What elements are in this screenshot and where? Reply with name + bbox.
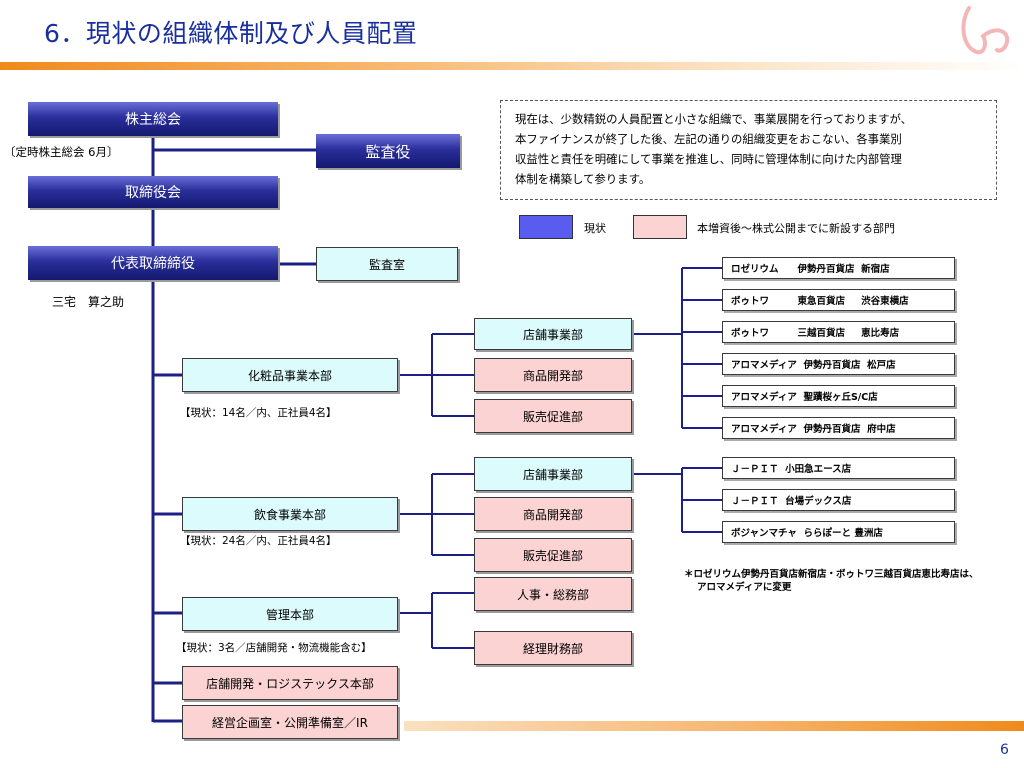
finance-dept: 経理財務部: [474, 631, 632, 665]
auditor-box: 監査役: [316, 134, 460, 168]
logo-swirl-icon: [955, 2, 1015, 60]
page-title: 6．現状の組織体制及び人員配置: [44, 19, 418, 48]
note-line: 本ファイナンスが終了した後、左記の通りの組織変更をおこない、各事業別: [515, 132, 902, 146]
footnote-line: アロマメディアに変更: [697, 582, 792, 593]
cosmetics-status: 【現状：14名／内、正社員4名】: [180, 407, 337, 419]
board-box: 取締役会: [28, 176, 278, 208]
cosmetics-store-dept: 店舗事業部: [474, 318, 632, 350]
cosmetics-product-dept: 商品開発部: [474, 358, 632, 392]
food-store-item: ボジャンマチャ ららぽーと 豊洲店: [722, 521, 955, 543]
legend-new-swatch: [633, 215, 687, 239]
cosmetics-division-box: 化粧品事業本部: [182, 358, 398, 392]
note-line: 現在は、少数精鋭の人員配置と小さな組織で、事業展開を行っておりますが、: [515, 112, 913, 126]
note-line: 収益性と責任を明確にして事業を推進し、同時に管理体制に向けた内部管理: [515, 152, 902, 166]
cosmetics-store-item: アロマメディア 聖蹟桜ヶ丘S/C店: [722, 385, 955, 407]
cosmetics-store-item: ロゼリウム 伊勢丹百貨店 新宿店: [722, 257, 955, 279]
cosmetics-store-item: アロマメディア 伊勢丹百貨店 松戸店: [722, 353, 955, 375]
admin-division-box: 管理本部: [182, 597, 398, 631]
cosmetics-store-item: アロマメディア 伊勢丹百貨店 府中店: [722, 417, 955, 439]
shareholders-note: 〔定時株主総会 6月〕: [4, 145, 119, 159]
admin-status: 【現状：3名／店舗開発・物流機能含む】: [176, 642, 372, 654]
shareholders-box: 株主総会: [28, 102, 278, 136]
footnote-line: ＊ロゼリウム伊勢丹百貨店新宿店・ボゥトワ三越百貨店恵比寿店は、: [684, 569, 979, 580]
title-rule: [0, 62, 1024, 70]
ceo-name: 三宅 算之助: [52, 295, 125, 309]
food-product-dept: 商品開発部: [474, 497, 632, 531]
logistics-hq-box: 店舗開発・ロジステックス本部: [182, 666, 398, 700]
cosmetics-store-item: ボゥトワ 三越百貨店 恵比寿店: [722, 321, 955, 343]
hr-dept: 人事・総務部: [474, 577, 632, 611]
legend-current-swatch: [519, 215, 573, 239]
food-status: 【現状：24名／内、正社員4名】: [180, 535, 337, 547]
food-store-item: Ｊ－ＰＩＴ 小田急エース店: [722, 457, 955, 479]
ceo-box: 代表取締締役: [28, 246, 278, 280]
cosmetics-promo-dept: 販売促進部: [474, 399, 632, 433]
explanation-note: 現在は、少数精鋭の人員配置と小さな組織で、事業展開を行っておりますが、 本ファイ…: [500, 100, 997, 200]
food-promo-dept: 販売促進部: [474, 538, 632, 572]
note-line: 体制を構築して参ります。: [515, 172, 651, 186]
footer-rule: [404, 721, 1024, 731]
page-number: 6: [1000, 742, 1009, 758]
food-division-box: 飲食事業本部: [182, 497, 398, 531]
audit-office-box: 監査室: [316, 247, 458, 281]
planning-office-box: 経営企画室・公開準備室／IR: [182, 705, 398, 739]
cosmetics-store-item: ボゥトワ 東急百貨店 渋谷東横店: [722, 289, 955, 311]
legend-new-label: 本増資後～株式公開までに新設する部門: [697, 222, 895, 235]
food-store-dept: 店舗事業部: [474, 457, 632, 491]
food-store-item: Ｊ－ＰＩＴ 台場デックス店: [722, 489, 955, 511]
legend-current-label: 現状: [584, 222, 606, 235]
